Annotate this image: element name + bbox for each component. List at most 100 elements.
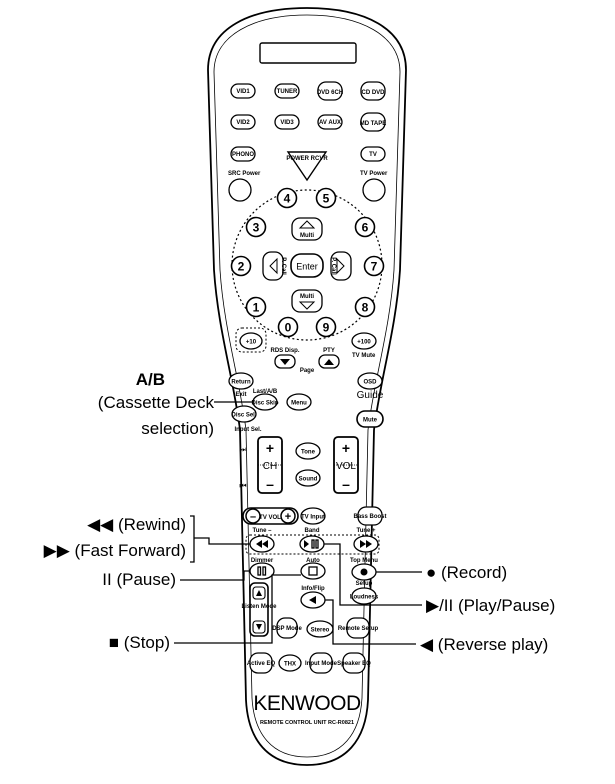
- menu-button[interactable]: Menu: [286, 393, 312, 411]
- number-2-button[interactable]: 2: [230, 255, 252, 277]
- return-button[interactable]: Return: [228, 372, 254, 390]
- ch-minus-label: –: [266, 476, 274, 492]
- stereo-label: Stereo: [311, 628, 330, 634]
- number-0-button[interactable]: 0: [277, 316, 299, 338]
- button-phono[interactable]: PHONO: [230, 146, 256, 162]
- rewind-button[interactable]: [249, 535, 275, 553]
- number-4-label: 4: [284, 192, 291, 206]
- stop-button[interactable]: [300, 562, 326, 580]
- enter-button[interactable]: Enter: [290, 253, 324, 278]
- button-av-aux[interactable]: AV AUX: [317, 114, 343, 130]
- dsp-mode-button[interactable]: DSP Mode: [272, 617, 302, 639]
- button-cd-dvd-label: CD DVD: [361, 90, 385, 96]
- number-9-label: 9: [323, 321, 330, 335]
- number-5-label: 5: [323, 192, 330, 206]
- tv-input-button[interactable]: TV Input: [300, 507, 326, 525]
- button-vid1[interactable]: VID1: [230, 83, 256, 99]
- sound-button[interactable]: Sound: [295, 469, 321, 487]
- number-7-button[interactable]: 7: [363, 255, 385, 277]
- number-2-label: 2: [238, 260, 245, 274]
- button-av-aux-label: AV AUX: [319, 120, 341, 126]
- multi-up-button[interactable]: Multi: [291, 217, 323, 241]
- thx-label: THX: [284, 662, 296, 668]
- listen-mode-label: Listen Mode: [241, 604, 277, 610]
- ch-rocker[interactable]: + CH –: [257, 436, 283, 494]
- stereo-button[interactable]: Stereo: [306, 620, 334, 638]
- thx-button[interactable]: THX: [278, 654, 302, 672]
- tv-vol-rocker[interactable]: – + TV VOL: [242, 507, 299, 525]
- button-vid3[interactable]: VID3: [274, 114, 300, 130]
- tv-vol-minus-label: –: [250, 511, 256, 523]
- number-3-button[interactable]: 3: [245, 216, 267, 238]
- button-cd-dvd[interactable]: CD DVD: [360, 81, 386, 101]
- tune-minus-label: Tune –: [253, 528, 273, 534]
- return-label: Return: [231, 380, 251, 386]
- setup-label: Setup: [356, 581, 373, 587]
- listen-mode-rocker[interactable]: Listen Mode: [241, 582, 277, 637]
- mute-button[interactable]: Mute: [356, 410, 384, 428]
- number-6-button[interactable]: 6: [354, 216, 376, 238]
- button-vid2[interactable]: VID2: [230, 114, 256, 130]
- loudness-label: Loudness: [350, 595, 379, 601]
- exit-label: Exit: [235, 392, 246, 398]
- remote-setup-button[interactable]: Remote Setup: [338, 617, 379, 639]
- loudness-button[interactable]: Loudness: [350, 587, 379, 605]
- button-md-tape[interactable]: MD TAPE: [360, 112, 387, 132]
- p-call-right-button[interactable]: P. Call: [330, 251, 352, 281]
- p-call-left-button[interactable]: P. Call: [262, 251, 286, 281]
- tone-button[interactable]: Tone: [295, 442, 321, 460]
- plus10-dotted-frame: [235, 327, 267, 353]
- p-call-right-label: P. Call: [330, 257, 336, 275]
- osd-button[interactable]: OSD: [357, 372, 383, 390]
- multi-down-button[interactable]: Multi: [291, 289, 323, 313]
- tv-mute-label: TV Mute: [352, 353, 376, 359]
- fast-forward-button[interactable]: [353, 535, 379, 553]
- speaker-eq-button[interactable]: Speaker EQ: [337, 652, 371, 674]
- plus10-button[interactable]: +10: [239, 332, 263, 350]
- plus100-button[interactable]: +100: [351, 332, 377, 350]
- button-dvd-6ch[interactable]: DVD 6CH: [317, 81, 343, 101]
- plus10-label: +10: [246, 340, 257, 346]
- button-vid1-label: VID1: [236, 89, 250, 95]
- number-5-button[interactable]: 5: [315, 187, 337, 209]
- callout-rewind: ◀◀ (Rewind): [87, 515, 186, 534]
- power-rcvr-button[interactable]: POWER RCVR: [286, 151, 328, 182]
- page-up-button[interactable]: [318, 354, 340, 369]
- auto-label: Auto: [306, 558, 320, 564]
- active-eq-button[interactable]: Active EQ: [247, 652, 276, 674]
- tv-power-button[interactable]: TV Power: [360, 171, 388, 202]
- disc-sel-button[interactable]: Disc Sel.: [231, 405, 257, 423]
- page-down-button[interactable]: [274, 354, 296, 369]
- button-tv[interactable]: TV: [360, 146, 386, 162]
- leader-play-pause: [324, 543, 422, 606]
- number-8-button[interactable]: 8: [354, 296, 376, 318]
- src-power-label: SRC Power: [228, 171, 261, 177]
- bass-boost-button[interactable]: Bass Boost: [353, 506, 387, 526]
- dimmer-label: Dimmer: [251, 558, 274, 564]
- mute-label: Mute: [363, 418, 378, 424]
- dsp-mode-label: DSP Mode: [272, 626, 302, 632]
- number-1-button[interactable]: 1: [245, 296, 267, 318]
- pause-button[interactable]: [249, 562, 275, 580]
- vol-rocker[interactable]: + VOL –: [333, 436, 359, 494]
- number-4-button[interactable]: 4: [276, 187, 298, 209]
- model-label: REMOTE CONTROL UNIT RC-R0821: [260, 720, 354, 726]
- number-9-button[interactable]: 9: [315, 316, 337, 338]
- band-label: Band: [305, 528, 320, 534]
- play-pause-button[interactable]: [299, 535, 325, 553]
- brand-logo: KENWOOD: [253, 692, 361, 715]
- enter-label: Enter: [296, 262, 318, 272]
- record-button[interactable]: [351, 563, 377, 581]
- vol-minus-label: –: [342, 476, 350, 492]
- reverse-play-button[interactable]: [300, 591, 326, 609]
- tune-plus-label: Tune +: [356, 528, 376, 534]
- button-tuner[interactable]: TUNER: [274, 83, 300, 99]
- input-mode-button[interactable]: Input Mode: [305, 652, 338, 674]
- p-call-left-label: P. Call: [280, 257, 286, 275]
- src-power-button[interactable]: SRC Power: [228, 171, 261, 202]
- plus100-label: +100: [357, 340, 371, 346]
- callout-ab-title: A/B: [136, 370, 165, 389]
- button-md-tape-label: MD TAPE: [360, 121, 387, 127]
- page-label: Page: [300, 368, 315, 374]
- remote-body-inner: [213, 14, 401, 758]
